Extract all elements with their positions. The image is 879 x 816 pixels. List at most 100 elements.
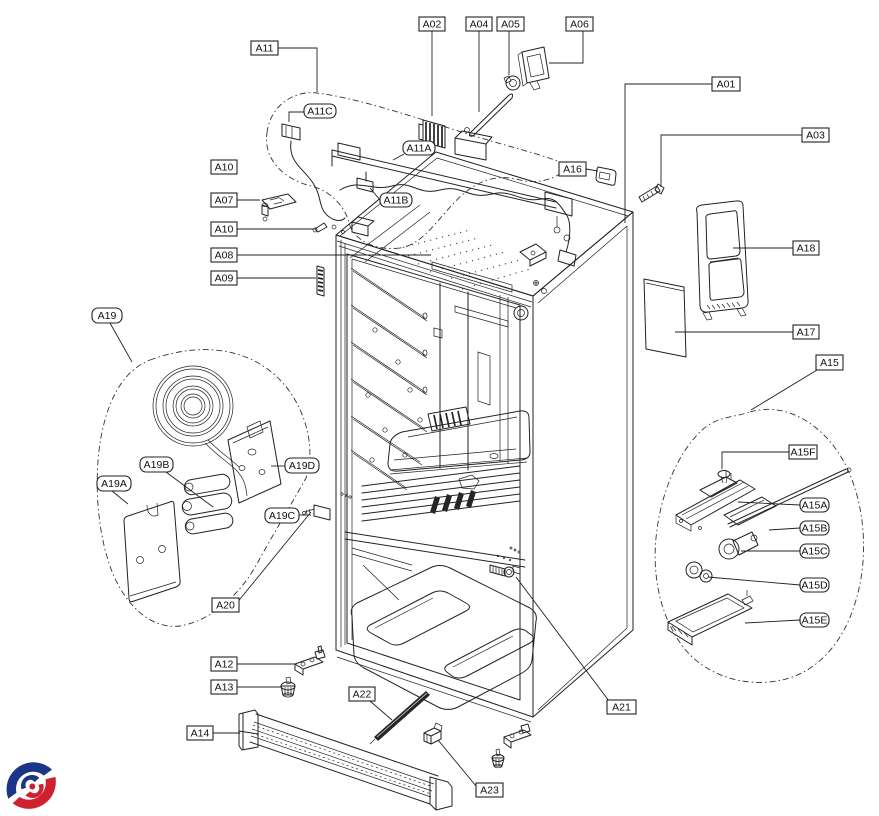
label-text: A05: [501, 19, 520, 31]
leader-line: [437, 739, 477, 787]
leader-line: [392, 153, 405, 161]
grille-frame-part: [696, 200, 749, 321]
wire-harness: [290, 140, 346, 221]
leader-line: [235, 511, 312, 605]
label-box: [799, 543, 830, 559]
part-label-A19C: A19C: [264, 507, 311, 524]
freezer-interior: [344, 531, 537, 710]
leader-line: [744, 619, 801, 624]
label-text: A16: [563, 164, 582, 176]
label-text: A04: [470, 19, 489, 31]
label-box: [284, 457, 320, 474]
label-text: A19A: [101, 478, 127, 490]
leader-line: [624, 83, 712, 223]
terminal-strip-part: [418, 119, 446, 149]
label-box: [606, 699, 637, 715]
label-box: [96, 475, 132, 492]
part-label-A06: A06: [549, 16, 594, 64]
label-box: [815, 354, 844, 371]
part-label-A03: A03: [660, 127, 830, 187]
part-label-A15F: A15F: [721, 444, 818, 469]
back-wall-screws: [365, 327, 423, 463]
label-text: A23: [480, 785, 499, 797]
label-text: A11B: [384, 195, 409, 207]
part-label-A23: A23: [437, 739, 504, 798]
leader-line: [585, 168, 599, 172]
label-text: A17: [797, 327, 816, 339]
clip-part: [423, 722, 443, 745]
label-text: A19D: [289, 460, 316, 472]
leader-line: [750, 369, 818, 411]
label-text: A15C: [801, 546, 828, 558]
label-box: [465, 16, 493, 32]
part-label-A20: A20: [211, 511, 312, 613]
label-box: [210, 159, 238, 175]
duct-bracket-part: [675, 470, 756, 532]
label-box: [788, 444, 818, 460]
leader-line: [707, 576, 801, 586]
right-parts-group: [643, 200, 865, 683]
label-box: [210, 679, 238, 695]
part-label-A15B: A15B: [768, 520, 830, 536]
label-box: [475, 782, 504, 798]
part-label-A13: A13: [210, 679, 281, 695]
screw-part: [638, 183, 665, 203]
part-label-A05: A05: [496, 16, 525, 75]
label-text: A18: [797, 243, 816, 255]
leader-line: [111, 490, 129, 505]
label-text: A21: [612, 702, 631, 714]
label-box: [264, 507, 300, 524]
part-label-A11B: A11B: [369, 187, 413, 208]
part-label-A15A: A15A: [737, 497, 830, 513]
label-box: [558, 161, 587, 177]
part-label-A15C: A15C: [741, 543, 830, 559]
label-box: [210, 221, 238, 237]
leader-line: [660, 134, 802, 187]
part-label-A19B: A19B: [139, 456, 214, 508]
part-label-A07: A07: [210, 192, 260, 208]
label-box: [91, 307, 123, 324]
cover-board-part: [261, 193, 297, 222]
harness-connector: [281, 123, 301, 141]
label-box: [792, 240, 820, 256]
label-box: [711, 76, 741, 92]
brand-logo: [6, 762, 56, 809]
label-box: [792, 324, 820, 340]
divider-marks: [340, 492, 521, 554]
part-label-A19A: A19A: [96, 475, 132, 505]
label-box: [496, 16, 525, 32]
dryer-tubes-part: [181, 473, 234, 535]
part-label-A21: A21: [515, 576, 637, 715]
label-text: A15E: [802, 615, 828, 627]
label-text: A19: [98, 310, 117, 322]
leader-line: [288, 111, 304, 122]
label-box: [210, 192, 238, 208]
part-label-A11C: A11C: [288, 103, 337, 122]
base-grille-part: [238, 709, 453, 811]
leveling-foot-left: [280, 676, 296, 698]
cabinet-shell: [335, 151, 634, 723]
label-box: [799, 612, 830, 628]
label-text: A14: [191, 728, 210, 740]
label-box: [799, 520, 830, 536]
part-label-A11: A11: [250, 40, 318, 92]
label-box: [801, 127, 830, 143]
drain-tray-part: [667, 590, 754, 646]
part-label-A11A: A11A: [392, 140, 436, 161]
label-box: [418, 16, 446, 32]
leader-line: [369, 187, 381, 201]
label-text: A15D: [801, 580, 828, 592]
label-box: [250, 40, 279, 56]
part-label-A08: A08: [210, 247, 431, 263]
leader-line: [109, 322, 133, 363]
part-label-A15D: A15D: [707, 576, 830, 593]
label-text: A10: [215, 224, 234, 236]
label-text: A11C: [307, 106, 333, 118]
label-text: A06: [570, 19, 589, 31]
label-box: [210, 270, 238, 286]
fridge-interior: [340, 204, 531, 554]
part-label-A10: A10: [210, 159, 238, 175]
part-label-A15E: A15E: [744, 612, 830, 628]
